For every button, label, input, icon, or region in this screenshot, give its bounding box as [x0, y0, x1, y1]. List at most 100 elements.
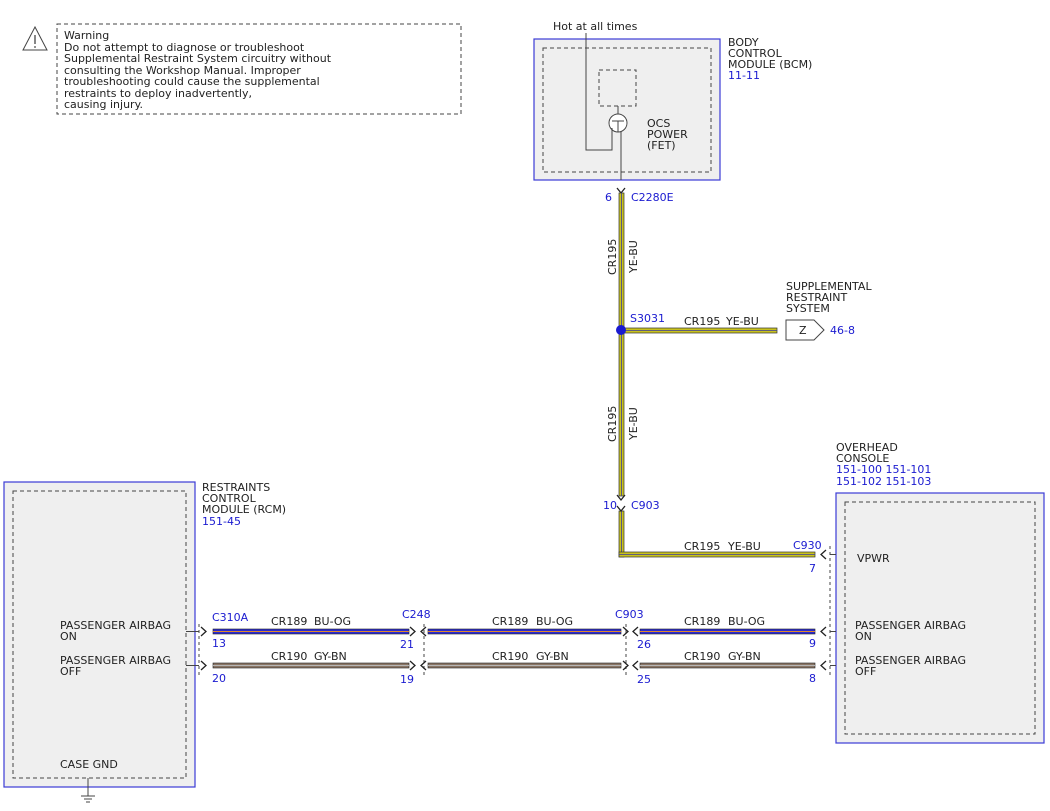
c903-connector: C903	[631, 499, 660, 512]
warning-title: Warning	[64, 29, 110, 42]
srs-name: SUPPLEMENTAL	[786, 280, 872, 293]
c310a-terminals	[186, 626, 207, 671]
splice-s3031: S3031	[616, 312, 665, 335]
c903-pin-off: 25	[637, 673, 651, 686]
c248-pin-off: 19	[400, 673, 414, 686]
c310a-pin-off: 20	[212, 672, 226, 685]
c248-connector: C248	[402, 608, 431, 621]
rcm-airbag-on-label: PASSENGER AIRBAG	[60, 619, 171, 632]
wire-cr195-vpwr	[618, 510, 816, 558]
c310a-pin-on: 13	[212, 637, 226, 650]
wire-cr190-segment	[427, 662, 622, 669]
rcm-airbag-off-label: PASSENGER AIRBAG	[60, 654, 171, 667]
wire-cr189-segment	[639, 628, 816, 635]
vpwr-label: VPWR	[857, 552, 890, 565]
c2280e-connector: C2280E	[631, 191, 674, 204]
bcm-page-ref[interactable]: 11-11	[728, 69, 760, 82]
warning-box	[22, 23, 462, 115]
rcm-gnd-label: CASE GND	[60, 758, 118, 771]
warning-line: restraints to deploy inadvertently,	[64, 86, 252, 100]
overhead-console-module: OVERHEAD CONSOLE 151-100 151-101 151-102…	[835, 441, 1045, 744]
warning-triangle-icon	[22, 25, 48, 51]
wire-circuit-label: CR189	[492, 615, 528, 628]
rcm-name: MODULE (RCM)	[202, 503, 286, 516]
oc-airbag-off-label: OFF	[855, 665, 876, 678]
srs-name: RESTRAINT	[786, 291, 847, 304]
ground-icon	[81, 778, 95, 803]
wire-color-label: GY-BN	[314, 650, 347, 663]
c248-pin-on: 21	[400, 638, 414, 651]
c2280e-pin: 6	[605, 191, 612, 204]
srs-offpage-connector[interactable]: Z 46-8 SUPPLEMENTAL RESTRAINT SYSTEM	[785, 280, 872, 341]
wire-cr195-vertical	[618, 192, 625, 497]
wire-circuit-label: CR190	[684, 650, 720, 663]
rcm-airbag-off-label: OFF	[60, 665, 81, 678]
fet-label: POWER	[647, 128, 688, 141]
bcm-name: CONTROL	[728, 47, 783, 60]
c903-pin: 10	[603, 499, 617, 512]
bcm-module: Hot at all times BODY CONTROL MODULE (BC…	[533, 20, 812, 181]
wire-circuit-label: CR195	[606, 239, 619, 275]
warning-line: Supplemental Restraint System circuitry …	[64, 52, 332, 65]
wire-color-label: YE-BU	[725, 315, 759, 328]
warning-line: Do not attempt to diagnose or troublesho…	[64, 40, 305, 54]
c903-vertical-inline: 10 C903	[603, 494, 660, 513]
srs-connector-letter: Z	[799, 324, 807, 337]
wire-circuit-label: CR189	[271, 615, 307, 628]
wire-circuit-label: CR195	[684, 315, 720, 328]
warning-line: causing injury.	[64, 98, 144, 111]
wire-color-label: BU-OG	[536, 615, 573, 628]
wire-color-label: YE-BU	[627, 240, 640, 274]
wire-circuit-label: CR189	[684, 615, 720, 628]
rcm-page-ref[interactable]: 151-45	[202, 515, 241, 528]
c930-pin-off: 8	[809, 672, 816, 685]
oc-airbag-on-label: PASSENGER AIRBAG	[855, 619, 966, 632]
wire-circuit-label: CR190	[492, 650, 528, 663]
wire-cr190-segment	[639, 662, 816, 669]
c930-pin-vpwr: 7	[809, 562, 816, 575]
wire-circuit-label: CR195	[606, 406, 619, 442]
wire-cr195-srs-branch	[620, 327, 778, 334]
wire-color-label: GY-BN	[536, 650, 569, 663]
wire-circuit-label: CR195	[684, 540, 720, 553]
c903-inline-connector: C903 26 25	[615, 608, 651, 686]
c2280e-terminal: 6 C2280E	[605, 187, 674, 204]
bcm-name: BODY	[728, 36, 759, 49]
rcm-name: CONTROL	[202, 492, 257, 505]
splice-dot	[616, 325, 626, 335]
overhead-console-name: CONSOLE	[836, 452, 889, 465]
wire-circuit-label: CR190	[271, 650, 307, 663]
rcm-module: RESTRAINTS CONTROL MODULE (RCM) 151-45 P…	[3, 481, 286, 788]
warning-text: Warning Do not attempt to diagnose or tr…	[64, 30, 459, 111]
c248-inline-connector: C248 21 19	[400, 608, 431, 686]
wire-color-label: BU-OG	[314, 615, 351, 628]
srs-name: SYSTEM	[786, 302, 830, 315]
c310a-connector: C310A	[212, 611, 249, 624]
overhead-console-page-ref[interactable]: 151-102 151-103	[836, 475, 931, 488]
c930-pin-on: 9	[809, 637, 816, 650]
splice-label: S3031	[630, 312, 665, 325]
fet-transistor-icon	[608, 113, 628, 133]
rcm-airbag-on-label: ON	[60, 630, 77, 643]
wire-cr189-segment	[427, 628, 622, 635]
c903-pin-on: 26	[637, 638, 651, 651]
warning-line: troubleshooting could cause the suppleme…	[64, 75, 320, 88]
fet-label: (FET)	[647, 139, 676, 152]
wire-color-label: YE-BU	[627, 407, 640, 441]
c903-connector: C903	[615, 608, 644, 621]
rcm-name: RESTRAINTS	[202, 481, 270, 494]
overhead-console-page-ref[interactable]: 151-100 151-101	[836, 463, 931, 476]
overhead-console-name: OVERHEAD	[836, 441, 898, 454]
srs-page-ref[interactable]: 46-8	[830, 324, 855, 337]
bcm-name: MODULE (BCM)	[728, 58, 812, 71]
wire-color-label: BU-OG	[728, 615, 765, 628]
oc-airbag-on-label: ON	[855, 630, 872, 643]
c930-connector: C930	[793, 539, 822, 552]
warning-line: consulting the Workshop Manual. Improper	[64, 63, 301, 77]
wire-cr190-segment	[212, 662, 410, 669]
oc-airbag-off-label: PASSENGER AIRBAG	[855, 654, 966, 667]
wire-color-label: YE-BU	[727, 540, 761, 553]
wire-color-label: GY-BN	[728, 650, 761, 663]
bcm-hot-label: Hot at all times	[553, 20, 638, 33]
